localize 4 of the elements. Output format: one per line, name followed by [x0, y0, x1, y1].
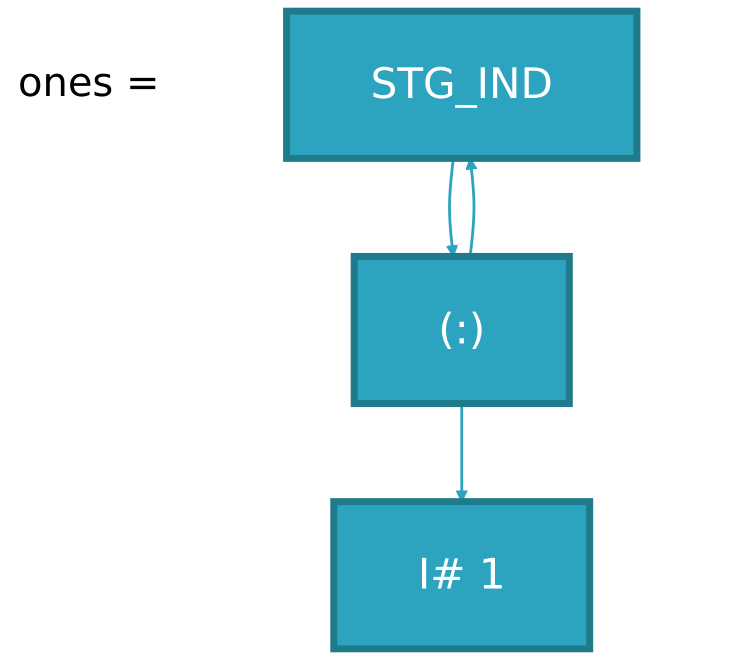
- node-box: I# 1: [330, 498, 593, 652]
- equation-label: ones =: [18, 60, 160, 106]
- node-box: STG_IND: [282, 8, 640, 162]
- node-box: (:): [350, 252, 572, 408]
